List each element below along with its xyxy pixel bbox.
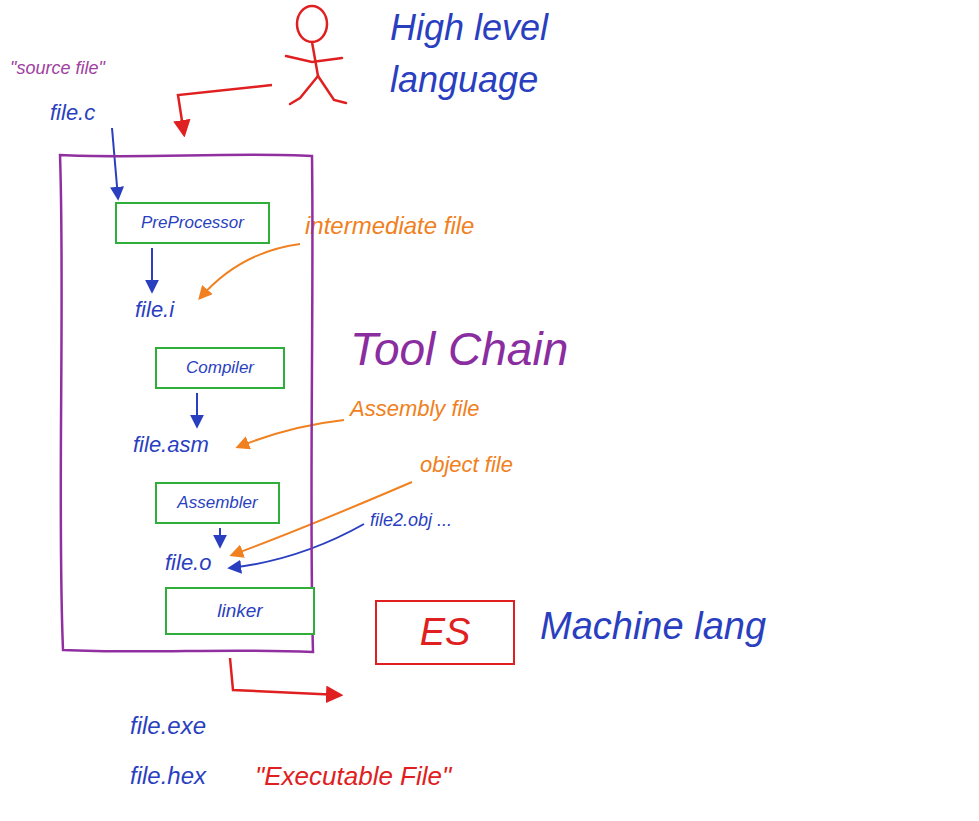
flow-arrow: [196, 393, 198, 426]
callout-arrow: [230, 524, 364, 568]
file-kind-label: Assembly file: [350, 396, 480, 421]
flow-arrow: [230, 658, 340, 695]
process-box: linker: [165, 587, 315, 635]
file-kind-label: "source file": [10, 58, 105, 79]
flow-arrow: [219, 528, 221, 546]
file-kind-label: "Executable File": [255, 762, 451, 792]
file-name: file.i: [135, 297, 174, 322]
heading-note: High level language: [390, 2, 640, 106]
file-kind-label: object file: [420, 452, 513, 477]
box-label: ES: [420, 611, 471, 655]
tool-chain-region: Tool ChainPreProcessorCompilerAssemblerl…: [57, 152, 315, 655]
file-name: file.exe: [130, 712, 206, 740]
region-heading: Tool Chain: [350, 322, 568, 376]
stick-figure: [286, 6, 346, 104]
box-label: linker: [217, 600, 262, 622]
process-box: Assembler: [155, 482, 280, 524]
process-box: PreProcessor: [115, 202, 270, 244]
process-box: Compiler: [155, 347, 285, 389]
callout-arrow: [238, 420, 344, 447]
region-outline: [60, 155, 313, 652]
flow-arrow: [112, 128, 118, 198]
device-box: ES: [375, 600, 515, 665]
file-name: file.hex: [130, 762, 206, 790]
box-label: Compiler: [186, 358, 254, 378]
file-name: file.o: [165, 550, 211, 575]
heading-note: Machine lang: [540, 605, 766, 649]
box-label: PreProcessor: [141, 213, 244, 233]
file-name: file2.obj ...: [370, 510, 452, 531]
box-label: Assembler: [177, 493, 257, 513]
flow-arrow: [178, 85, 272, 134]
callout-arrow: [200, 244, 300, 298]
file-name: file.asm: [133, 432, 209, 457]
file-kind-label: intermediate file: [305, 212, 474, 240]
file-name: file.c: [50, 100, 95, 125]
flow-arrow: [151, 248, 153, 291]
